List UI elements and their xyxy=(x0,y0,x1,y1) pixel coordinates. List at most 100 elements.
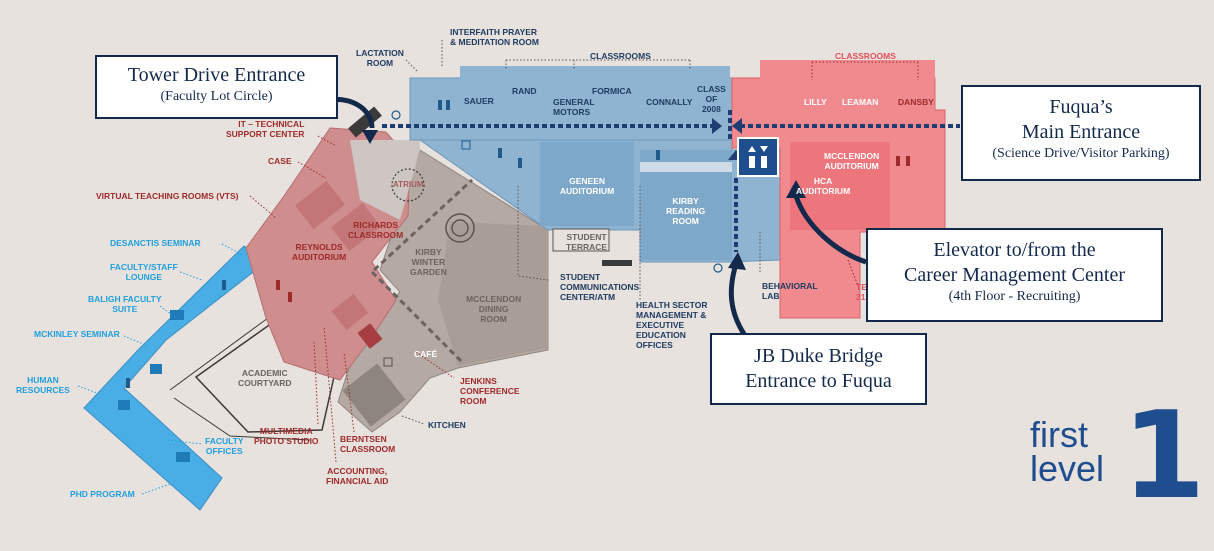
stair-icon xyxy=(461,140,471,150)
label-accounting-financial-aid: ACCOUNTING,FINANCIAL AID xyxy=(326,466,389,486)
restroom-icon xyxy=(906,156,910,166)
restroom-icon xyxy=(276,280,280,290)
bridge-callout-arrowhead xyxy=(728,252,746,270)
label-classrooms-blue: CLASSROOMS xyxy=(590,51,651,61)
elevator-callout-arrowhead xyxy=(786,180,806,198)
elevator-person xyxy=(749,156,755,168)
leader-phd xyxy=(141,483,171,495)
courtyard-walkway-lower xyxy=(173,397,311,441)
student-terrace-box xyxy=(552,228,610,252)
leader-mckinley xyxy=(123,335,149,347)
label-leaman: LEAMAN xyxy=(842,97,879,107)
callout-tower-title: Tower Drive Entrance xyxy=(127,64,306,86)
label-atrium: ATRIUM xyxy=(393,180,424,189)
west-wing-room xyxy=(176,452,190,462)
route-arrowhead-west xyxy=(712,118,722,134)
leader-kitchen xyxy=(401,415,425,425)
callout-bridge-line1: JB Duke Bridge xyxy=(754,345,883,367)
label-dansby: DANSBY xyxy=(898,97,934,107)
red-room xyxy=(331,293,369,331)
label-formica: FORMICA xyxy=(592,86,632,96)
elevator-icon xyxy=(737,137,779,177)
route-arrowhead-east xyxy=(732,118,742,134)
tower-route-arrowhead xyxy=(362,130,378,144)
label-classrooms-red: CLASSROOMS xyxy=(835,51,896,61)
stair-icon xyxy=(383,357,393,367)
label-vts: VIRTUAL TEACHING ROOMS (VTS) xyxy=(96,191,239,201)
leader-classrooms-red xyxy=(811,61,919,80)
accessibility-icon xyxy=(713,263,723,273)
label-desantis: DESANCTIS SEMINAR xyxy=(110,238,201,248)
level-number: 1 xyxy=(1122,387,1206,526)
callout-main-entrance: Fuqua’s Main Entrance (Science Drive/Vis… xyxy=(961,85,1201,181)
callout-elevator-subtitle: (4th Floor - Recruiting) xyxy=(948,289,1081,304)
atrium-area xyxy=(350,140,420,220)
label-mckinley: MCKINLEY SEMINAR xyxy=(34,329,120,339)
leader-hr xyxy=(77,385,101,395)
leader-te xyxy=(847,259,859,287)
label-connally: CONNALLY xyxy=(646,97,693,107)
callout-elevator: Elevator to/from the Career Management C… xyxy=(866,228,1163,322)
dashed-divider xyxy=(372,178,474,272)
label-sauer: SAUER xyxy=(464,96,494,106)
leader-jenkins xyxy=(415,351,455,379)
kitchen-block xyxy=(342,363,406,427)
accessibility-icon xyxy=(391,110,401,120)
north-blue-row-top xyxy=(460,66,730,80)
callout-elevator-line1: Elevator to/from the xyxy=(933,239,1096,261)
restroom-icon xyxy=(288,292,292,302)
courtyard-walkway xyxy=(169,317,269,391)
callout-elevator-line2: Career Management Center xyxy=(903,264,1125,286)
restroom-icon xyxy=(896,156,900,166)
geneen-block xyxy=(540,142,634,226)
leader-vts xyxy=(249,195,277,219)
label-lilly: LILLY xyxy=(804,97,827,107)
restroom-icon xyxy=(222,280,226,290)
leader-lactation xyxy=(405,59,419,73)
callout-main-line2: Main Entrance xyxy=(1021,121,1141,143)
west-wing-room xyxy=(118,400,130,410)
label-kitchen: KITCHEN xyxy=(428,420,466,430)
leader-multimedia xyxy=(313,339,319,425)
red-room-dark xyxy=(357,323,383,349)
callout-main-line1: Fuqua’s xyxy=(1049,96,1113,118)
red-room xyxy=(295,180,345,230)
callout-bridge-line2: Entrance to Fuqua xyxy=(745,370,892,392)
restroom-icon xyxy=(438,100,442,110)
student-comm-steps xyxy=(602,260,632,266)
elevator-down-arrow xyxy=(760,146,768,152)
label-cafe: CAFÉ xyxy=(414,349,438,359)
elevator-callout-arrow xyxy=(793,195,867,265)
east-red-block-top xyxy=(760,60,935,80)
callout-tower-subtitle: (Faculty Lot Circle) xyxy=(160,89,273,104)
label-rand: RAND xyxy=(512,86,537,96)
garden-feature xyxy=(445,213,475,243)
restroom-icon xyxy=(126,378,130,388)
garden-feature-inner xyxy=(451,219,469,237)
label-interfaith-room: INTERFAITH PRAYER& MEDITATION ROOM xyxy=(450,27,539,47)
bridge-callout-arrow xyxy=(728,263,747,336)
leader-faculty-offices xyxy=(167,439,203,445)
